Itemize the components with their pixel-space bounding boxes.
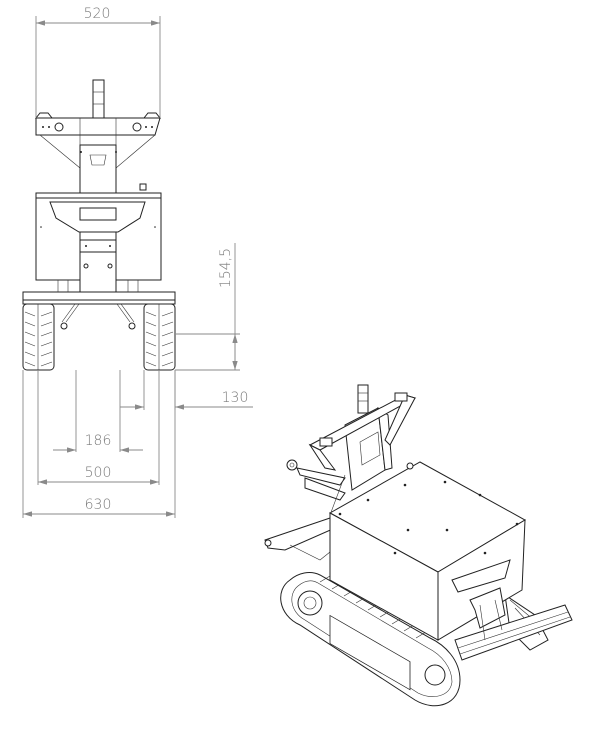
main-body [35,192,162,293]
iso-side-arm [264,517,336,561]
chassis-bar [22,280,176,330]
sensor-bar [34,112,162,195]
iso-left-track [280,572,461,707]
iso-sensor-mast [308,384,417,491]
dim-label-500: 500 [85,465,112,481]
dim-label-154-5: 154,5 [218,248,234,288]
camera-mount [79,144,147,194]
dimension-overall-width: 630 [22,370,176,518]
iso-main-box [328,461,527,641]
dim-label-520: 520 [84,6,111,22]
dimension-ground-clearance: 154,5 [175,243,240,371]
front-view [22,79,176,371]
iso-front-sensor [451,559,511,641]
iso-camera-arm [286,459,414,516]
dimension-track-center-width: 500 [37,370,160,485]
dimension-inner-gap: 186 [53,370,143,453]
isometric-view [264,384,573,707]
dimension-overall-top-width: 520 [35,6,161,118]
right-track [143,303,176,371]
dimension-track-width: 130 [120,370,253,410]
iso-plow-blade [454,604,573,661]
left-track [22,303,55,371]
dim-label-130: 130 [222,390,249,406]
dim-label-186: 186 [85,433,112,449]
dim-label-630: 630 [85,497,112,513]
